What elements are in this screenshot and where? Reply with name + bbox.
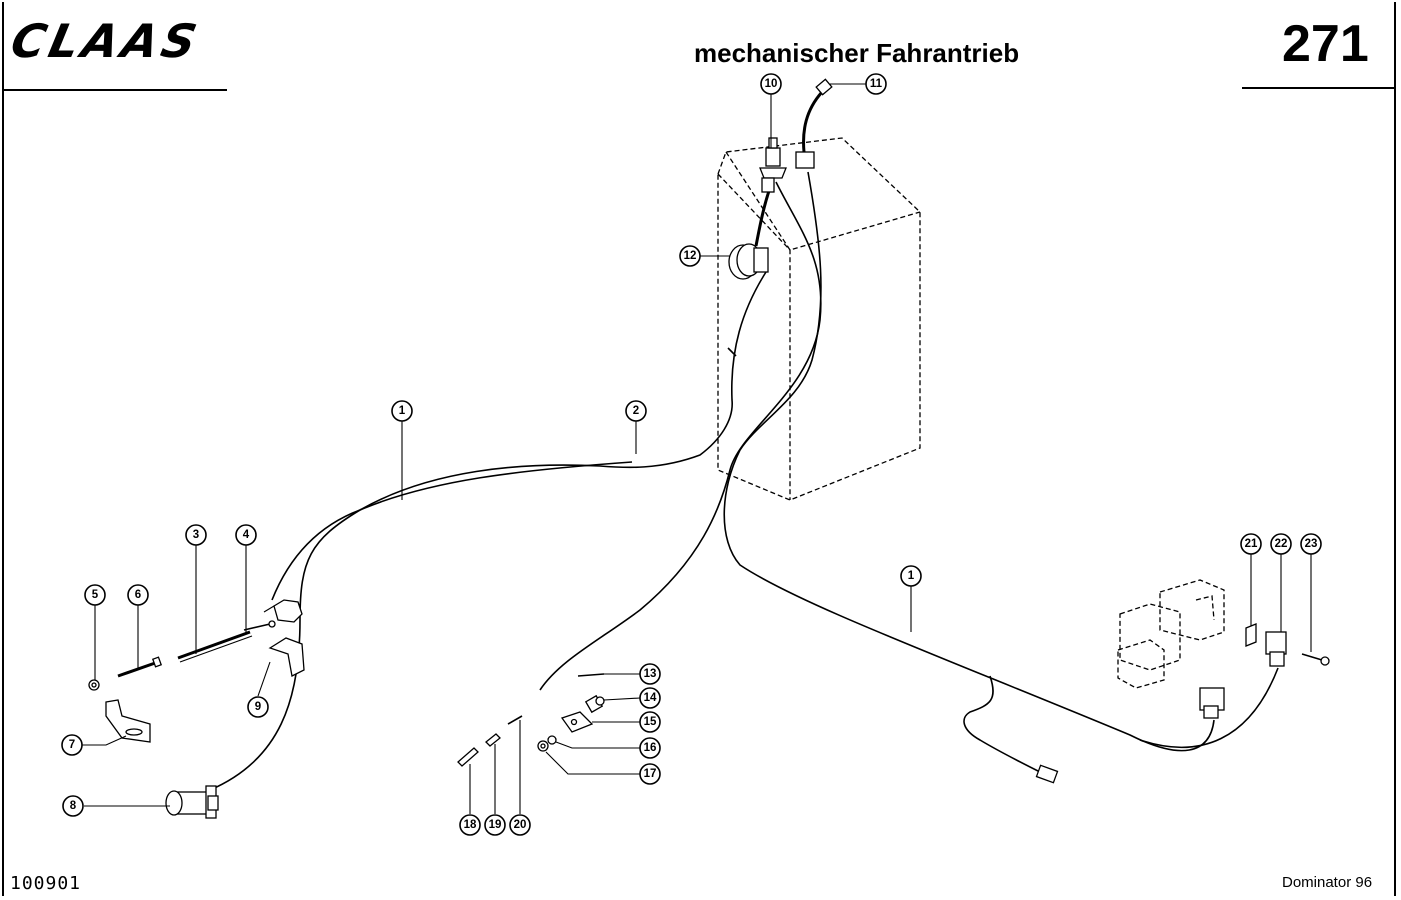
socket-8 (165, 785, 219, 819)
page-frame-right (1394, 2, 1396, 896)
svg-text:23: 23 (1305, 538, 1318, 550)
screw-14 (584, 694, 605, 714)
callout-18: 18 (459, 814, 481, 836)
page-title: mechanischer Fahrantrieb (694, 38, 1020, 68)
callout-7: 7 (61, 734, 83, 756)
switch-10 (759, 137, 787, 179)
leader-lines (82, 83, 1312, 814)
tube-19 (485, 733, 501, 747)
washer-16 (547, 735, 557, 745)
svg-text:1: 1 (399, 405, 406, 417)
svg-text:16: 16 (644, 742, 657, 754)
callout-23: 23 (1300, 533, 1322, 555)
callout-5: 5 (84, 584, 106, 606)
bracket-7 (105, 699, 151, 743)
svg-text:6: 6 (135, 589, 141, 601)
svg-text:3: 3 (193, 529, 199, 541)
callout-17: 17 (639, 763, 661, 785)
callout-8: 8 (62, 795, 84, 817)
svg-text:17: 17 (644, 768, 657, 780)
svg-text:2: 2 (633, 405, 639, 417)
horn-12 (728, 177, 775, 280)
svg-text:22: 22 (1275, 538, 1288, 550)
callout-14: 14 (639, 687, 661, 709)
document-id: 100901 (10, 873, 82, 894)
bolt-6 (117, 656, 163, 678)
plug-22b (1199, 687, 1225, 719)
sleeve-18 (457, 747, 479, 767)
machine-model: Dominator 96 (1282, 874, 1373, 891)
screw-23 (1301, 653, 1330, 666)
svg-text:1: 1 (908, 570, 915, 582)
rod-3 (177, 630, 253, 663)
harness-1 (209, 171, 1279, 791)
callout-1-lower: 1 (900, 565, 922, 587)
header-rule-right (1242, 87, 1394, 89)
svg-text:11: 11 (870, 78, 883, 90)
plug-22 (1265, 631, 1287, 667)
svg-text:7: 7 (69, 739, 75, 751)
nut-17 (537, 740, 549, 752)
cable-20 (507, 715, 523, 725)
svg-text:4: 4 (243, 529, 250, 541)
callout-15: 15 (639, 711, 661, 733)
svg-text:21: 21 (1245, 538, 1258, 550)
callout-12: 12 (679, 245, 701, 267)
wire-13 (577, 673, 605, 677)
page-number: 271 (1282, 15, 1369, 73)
svg-text:14: 14 (644, 692, 657, 704)
callout-10: 10 (760, 73, 782, 95)
bracket-9 (268, 637, 305, 677)
callout-1-upper: 1 (391, 400, 413, 422)
nut-5 (88, 679, 100, 691)
callout-3: 3 (185, 524, 207, 546)
svg-text:8: 8 (70, 800, 77, 812)
svg-text:20: 20 (514, 819, 527, 831)
callout-20: 20 (509, 814, 531, 836)
svg-text:5: 5 (92, 589, 99, 601)
lever-11 (795, 78, 833, 169)
seal-21 (1245, 623, 1257, 647)
relay-block (1117, 579, 1225, 689)
pin-4 (243, 620, 276, 631)
callout-2: 2 (625, 400, 647, 422)
callout-11: 11 (865, 73, 887, 95)
header-rule-left (4, 89, 227, 91)
callout-19: 19 (484, 814, 506, 836)
connector-bottom-right (1035, 764, 1059, 784)
svg-text:10: 10 (765, 78, 778, 90)
svg-text:9: 9 (255, 701, 261, 713)
callout-9: 9 (247, 696, 269, 718)
svg-text:12: 12 (684, 250, 697, 262)
plate-15 (560, 711, 594, 733)
callout-16: 16 (639, 737, 661, 759)
svg-text:15: 15 (644, 716, 657, 728)
page-frame-left (2, 2, 4, 896)
svg-text:13: 13 (644, 668, 657, 680)
svg-text:19: 19 (489, 819, 502, 831)
svg-text:18: 18 (464, 819, 477, 831)
plug-left (263, 599, 303, 623)
callout-4: 4 (235, 524, 257, 546)
callout-6: 6 (127, 584, 149, 606)
callout-21: 21 (1240, 533, 1262, 555)
callout-22: 22 (1270, 533, 1292, 555)
callout-13: 13 (639, 663, 661, 685)
